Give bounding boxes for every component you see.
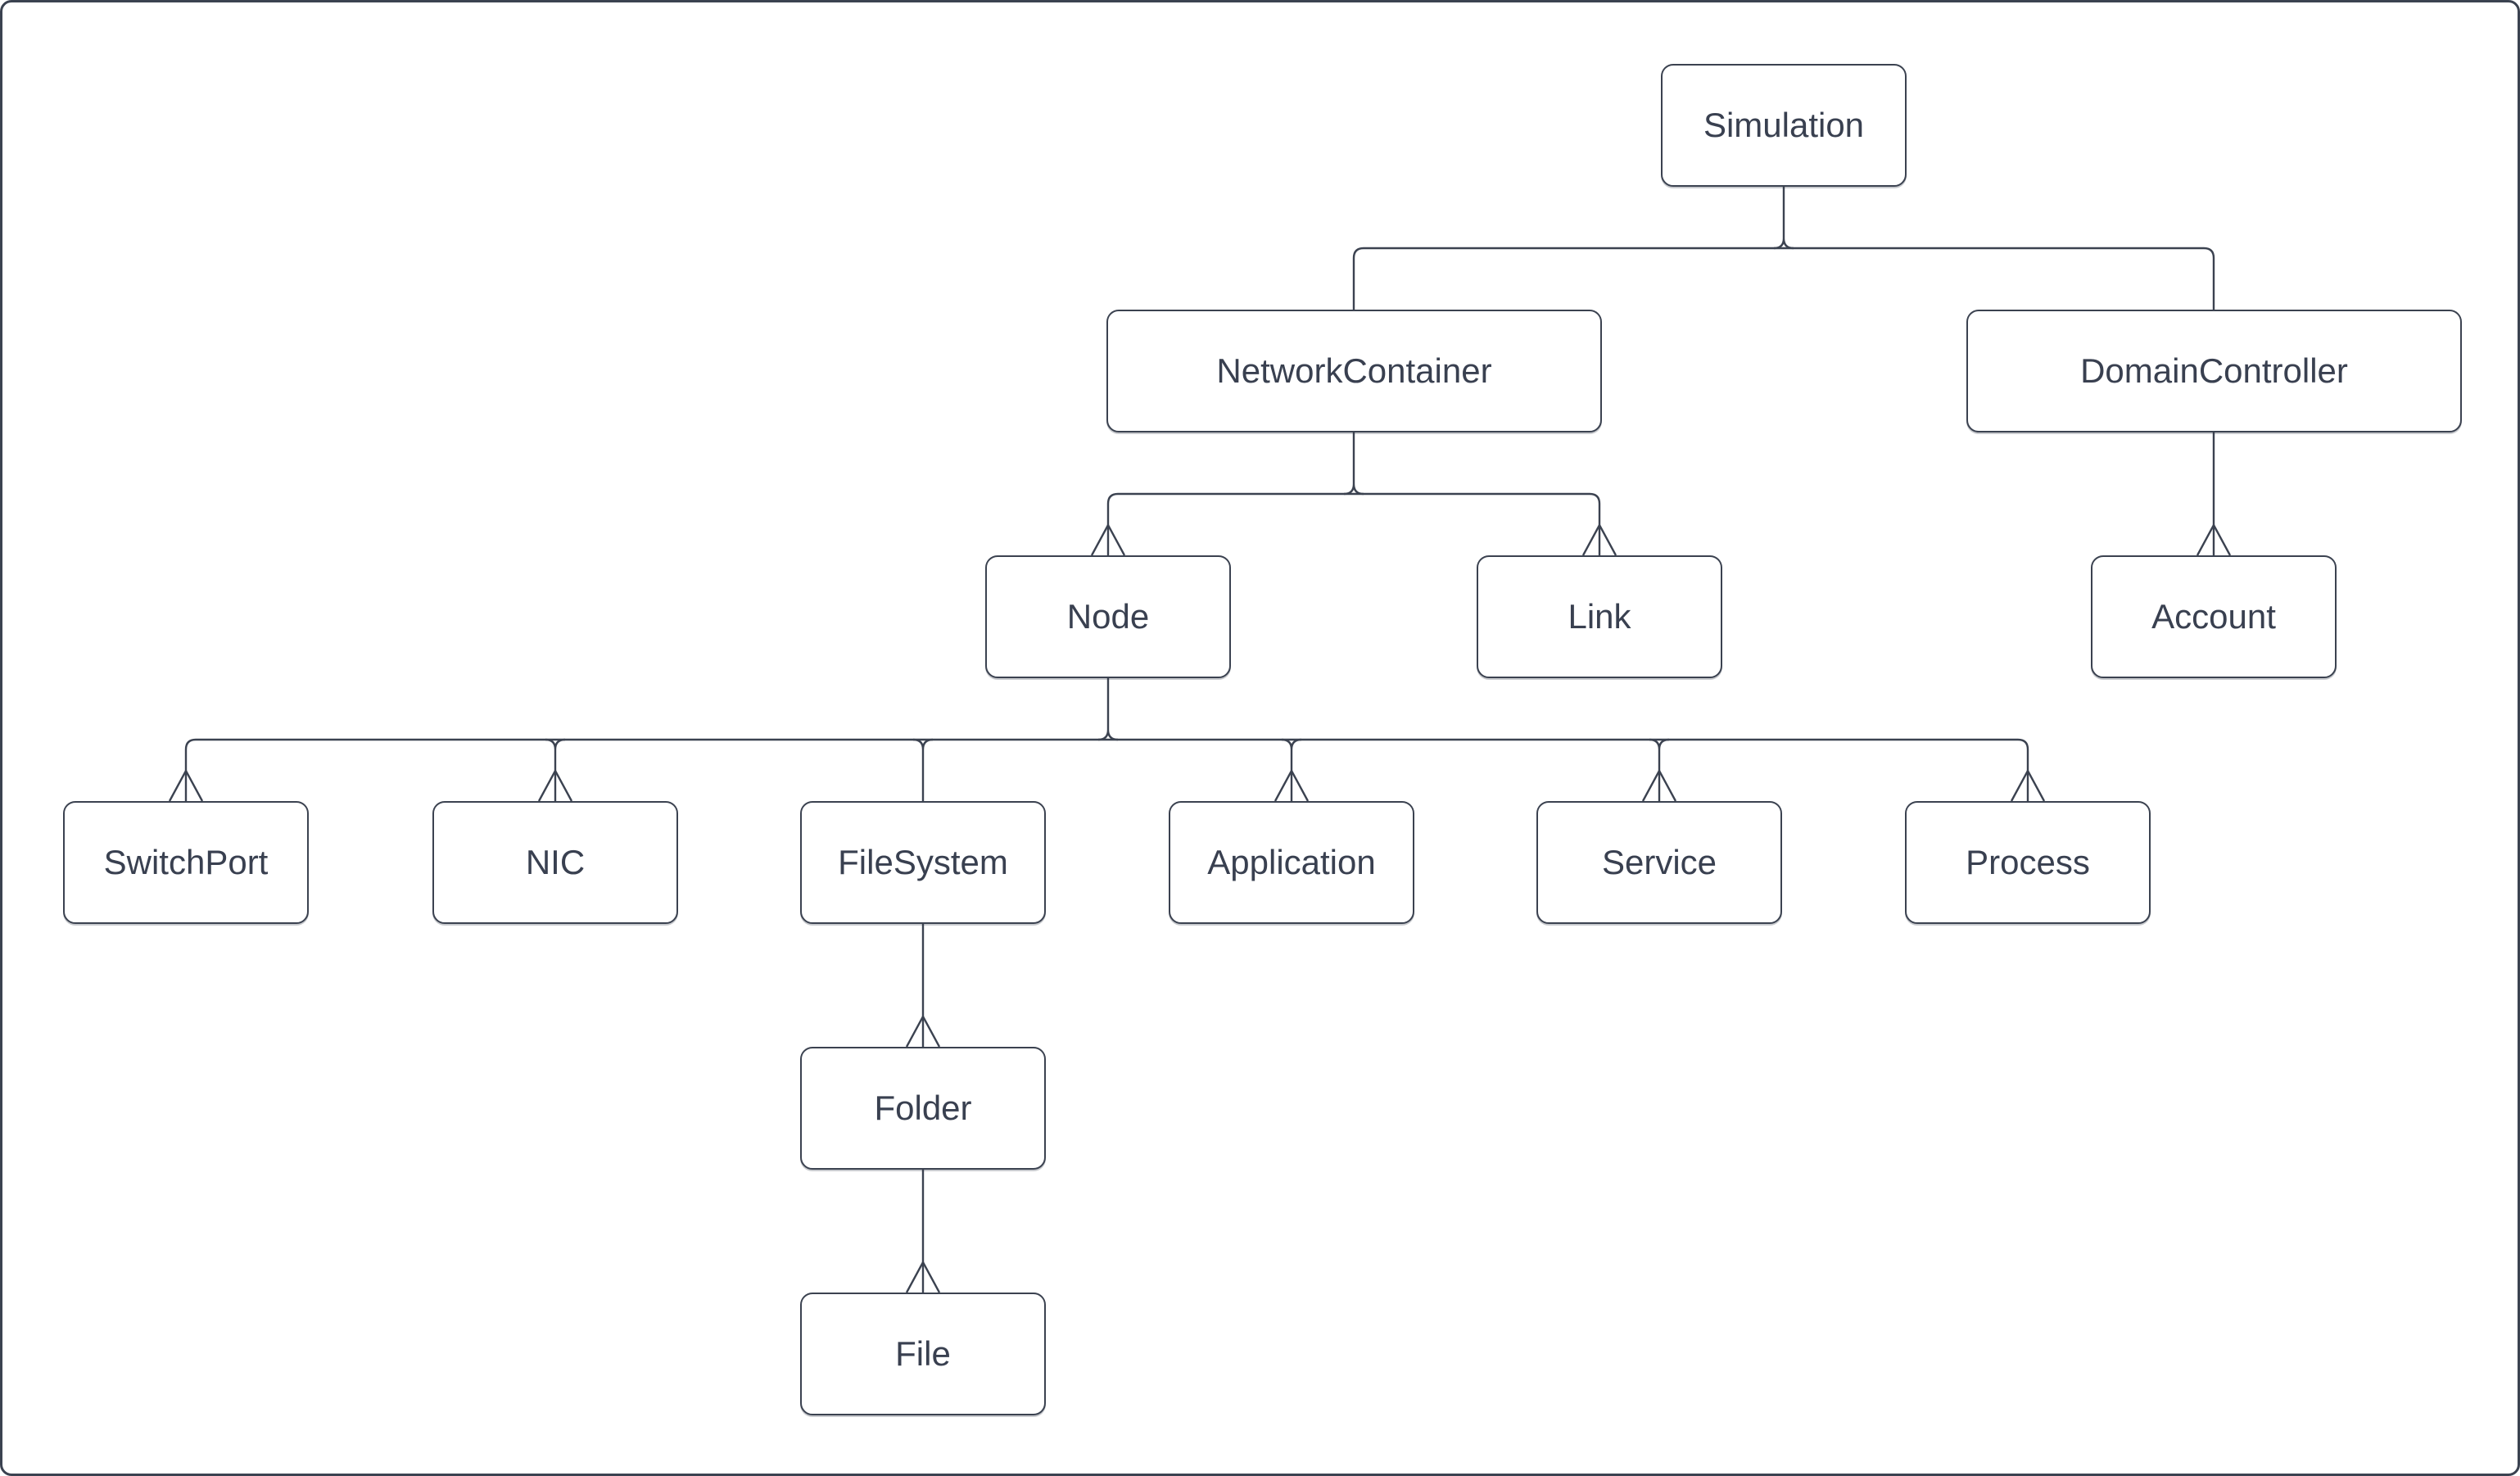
up-chevron-arrowhead-process [2010, 768, 2046, 802]
diagram-node-file-system: FileSystem [800, 801, 1046, 924]
diagram-node-account: Account [2091, 555, 2337, 678]
up-chevron-arrowhead-folder [905, 1014, 941, 1048]
node-label-file-system: FileSystem [838, 843, 1008, 881]
diagram-node-application: Application [1169, 801, 1414, 924]
node-label-file: File [895, 1334, 951, 1373]
edge-drop-service [1649, 738, 1670, 801]
node-label-network-container: NetworkContainer [1216, 351, 1492, 390]
diagram-node-switch-port: SwitchPort [63, 801, 309, 924]
up-chevron-arrowhead-node [1090, 523, 1126, 556]
node-label-service: Service [1601, 843, 1717, 881]
edge-bus-simulation-children [1352, 247, 2215, 310]
node-label-account: Account [2151, 597, 2276, 636]
edge-drop-filesystem [912, 738, 934, 801]
up-chevron-arrowhead-application [1274, 768, 1310, 802]
diagram-node-domain-controller: DomainController [1966, 310, 2462, 432]
diagram-node-service: Service [1536, 801, 1782, 924]
up-chevron-arrowhead-nic [537, 768, 573, 802]
up-chevron-arrowhead-file [905, 1260, 941, 1293]
up-chevron-arrowhead-switchport [168, 768, 204, 802]
node-label-domain-controller: DomainController [2080, 351, 2348, 390]
node-label-link: Link [1568, 597, 1631, 636]
edge-riser-node [1097, 678, 1119, 741]
edge-riser-simulation [1773, 187, 1794, 250]
diagram-node-network-container: NetworkContainer [1106, 310, 1602, 432]
up-chevron-arrowhead-link [1581, 523, 1617, 556]
node-label-switch-port: SwitchPort [103, 843, 269, 881]
edge-bus-networkcontainer-children [1106, 492, 1601, 555]
node-label-simulation: Simulation [1703, 106, 1865, 144]
edge-drop-nic [545, 738, 566, 801]
diagram-node-folder: Folder [800, 1047, 1046, 1170]
node-label-process: Process [1966, 843, 2090, 881]
node-label-node: Node [1066, 597, 1150, 636]
up-chevron-arrowhead-service [1641, 768, 1677, 802]
node-label-application: Application [1207, 843, 1376, 881]
up-chevron-arrowhead-account [2196, 523, 2232, 556]
node-label-nic: NIC [525, 843, 586, 881]
diagram-node-file: File [800, 1293, 1046, 1415]
node-label-folder: Folder [874, 1089, 972, 1127]
edge-drop-application [1281, 738, 1302, 801]
edge-bus-node-children [184, 738, 2029, 801]
diagram-node-link: Link [1477, 555, 1722, 678]
edge-riser-networkcontainer [1343, 432, 1364, 496]
diagram-node-simulation: Simulation [1661, 64, 1907, 187]
diagram-node-node: Node [985, 555, 1231, 678]
diagram-node-process: Process [1905, 801, 2151, 924]
diagram-node-nic: NIC [432, 801, 678, 924]
